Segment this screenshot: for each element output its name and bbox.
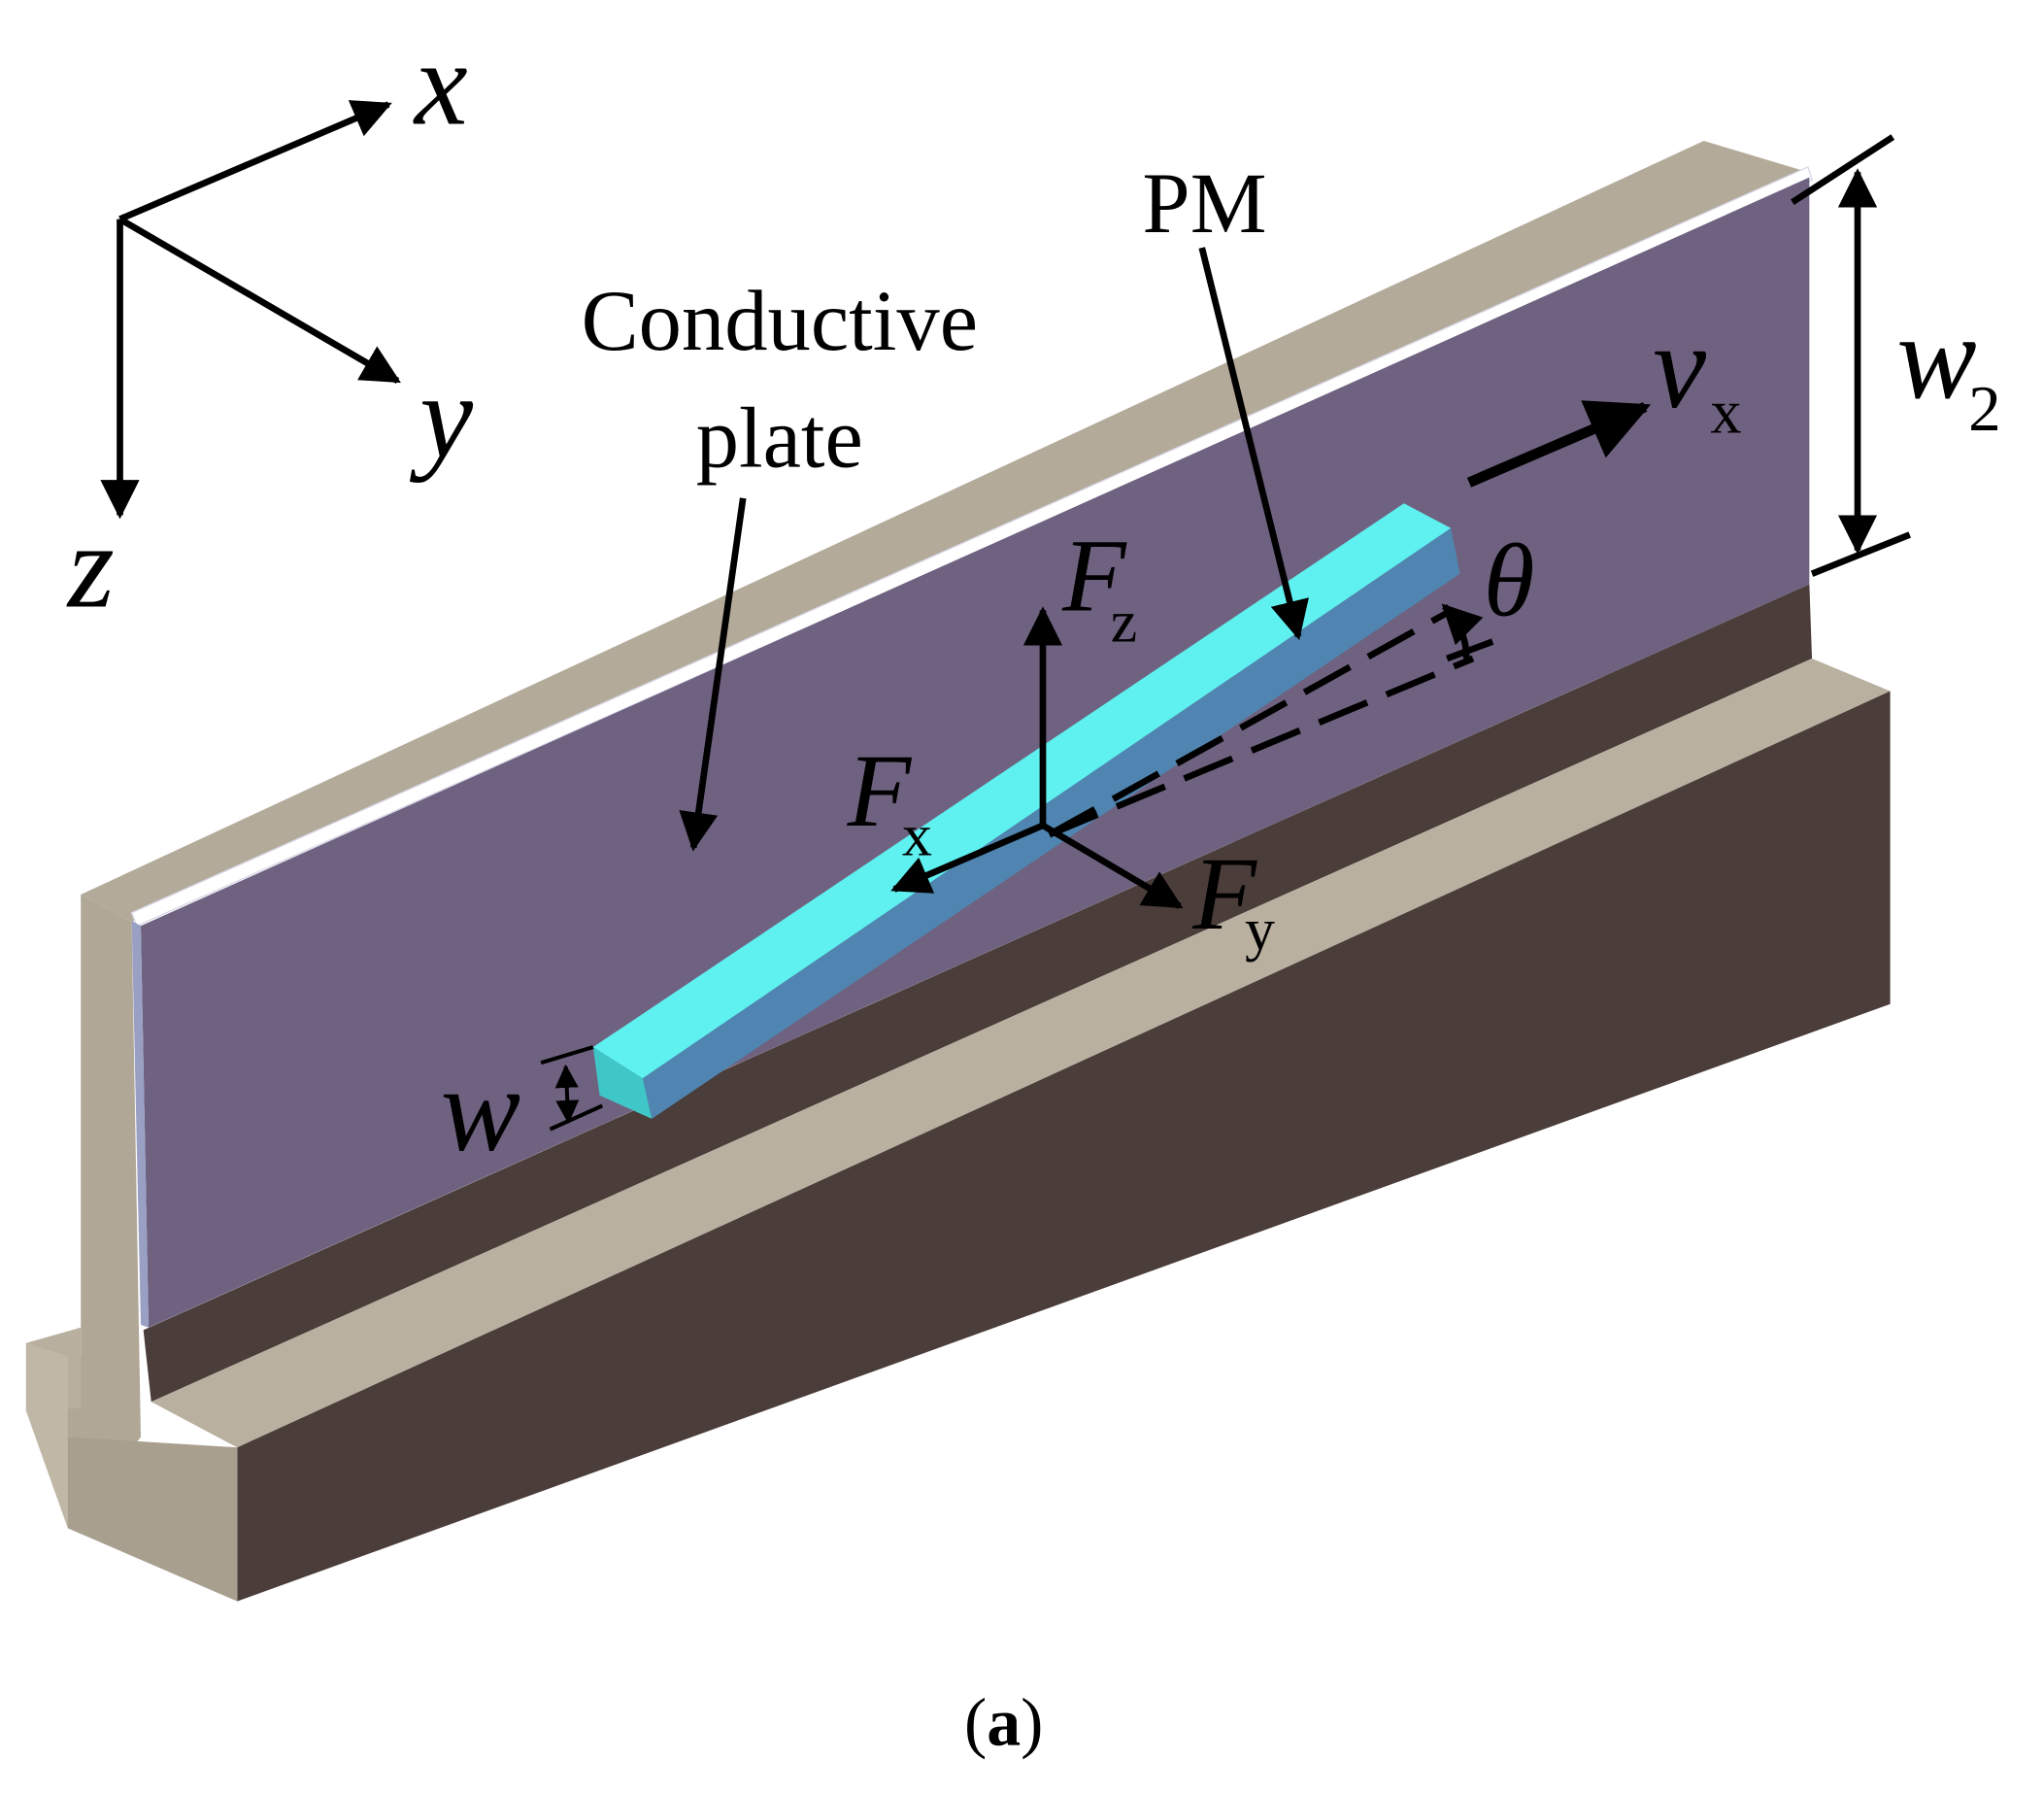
magnet-top-face bbox=[592, 503, 1452, 1079]
force-y-subscript: y bbox=[1245, 896, 1275, 963]
mw-arrow bbox=[554, 1064, 580, 1124]
angle-label: θ bbox=[1484, 524, 1535, 639]
force-vectors bbox=[890, 606, 1184, 909]
pm-pointer bbox=[1198, 247, 1309, 641]
force-z-label: F bbox=[1061, 518, 1127, 633]
coordinate-axes bbox=[100, 100, 401, 520]
conductive-plate bbox=[130, 165, 1813, 1328]
plate-face bbox=[140, 177, 1810, 1328]
wall-top-surface bbox=[81, 141, 1809, 923]
angle-tick bbox=[1445, 638, 1494, 662]
force-y-arrow bbox=[1041, 822, 1184, 909]
force-x-subscript: x bbox=[902, 803, 932, 869]
velocity-label: v bbox=[1653, 300, 1706, 433]
mw-tick-top bbox=[540, 1045, 594, 1066]
ledge-top-surface bbox=[151, 658, 1891, 1448]
concrete-base bbox=[25, 141, 1891, 1602]
base-shadow-channel bbox=[143, 584, 1813, 1403]
conductive-plate-label-line1: Conductive bbox=[582, 274, 978, 369]
figure-caption: (a) bbox=[964, 1685, 1043, 1760]
velocity-arrow bbox=[1466, 400, 1652, 488]
angle-dashed-ray-1 bbox=[1048, 610, 1449, 838]
velocity-subscript: x bbox=[1710, 378, 1741, 447]
caption-close: ) bbox=[1021, 1685, 1043, 1760]
base-block-left bbox=[25, 1342, 68, 1529]
pm-label: PM bbox=[1142, 156, 1266, 252]
plate-width-subscript: 2 bbox=[1968, 372, 2001, 445]
conductive-plate-label-line2: plate bbox=[696, 391, 863, 487]
plate-top-edge bbox=[130, 165, 1813, 928]
angle-dashed-ray-2 bbox=[1048, 655, 1475, 838]
permanent-magnet bbox=[592, 503, 1460, 1119]
base-block-end bbox=[67, 1437, 238, 1602]
ledge-front-face bbox=[237, 691, 1891, 1602]
force-x-label: F bbox=[847, 733, 913, 849]
caption-open: ( bbox=[964, 1685, 987, 1760]
plate-width-dimension bbox=[1791, 134, 1911, 577]
y-axis-label: y bbox=[409, 350, 473, 483]
plate-side-edge bbox=[131, 920, 150, 1328]
force-y-label: F bbox=[1191, 836, 1257, 952]
angle-indicator bbox=[1048, 603, 1494, 838]
magnet-width-label: w bbox=[441, 1043, 520, 1176]
caption-letter: a bbox=[987, 1685, 1021, 1760]
plate-width-label: w bbox=[1896, 291, 1976, 424]
conductive-plate-pointer bbox=[679, 497, 747, 852]
z-axis-label: z bbox=[66, 499, 115, 632]
magnet-end-face bbox=[592, 1047, 653, 1119]
x-axis-arrow bbox=[118, 100, 392, 222]
magnet-width-dimension bbox=[540, 1045, 604, 1132]
x-axis-label: x bbox=[413, 17, 468, 151]
force-z-subscript: z bbox=[1111, 590, 1137, 656]
force-x-arrow bbox=[890, 822, 1045, 894]
magnet-front-face bbox=[642, 527, 1460, 1119]
y-axis-arrow bbox=[117, 216, 401, 384]
